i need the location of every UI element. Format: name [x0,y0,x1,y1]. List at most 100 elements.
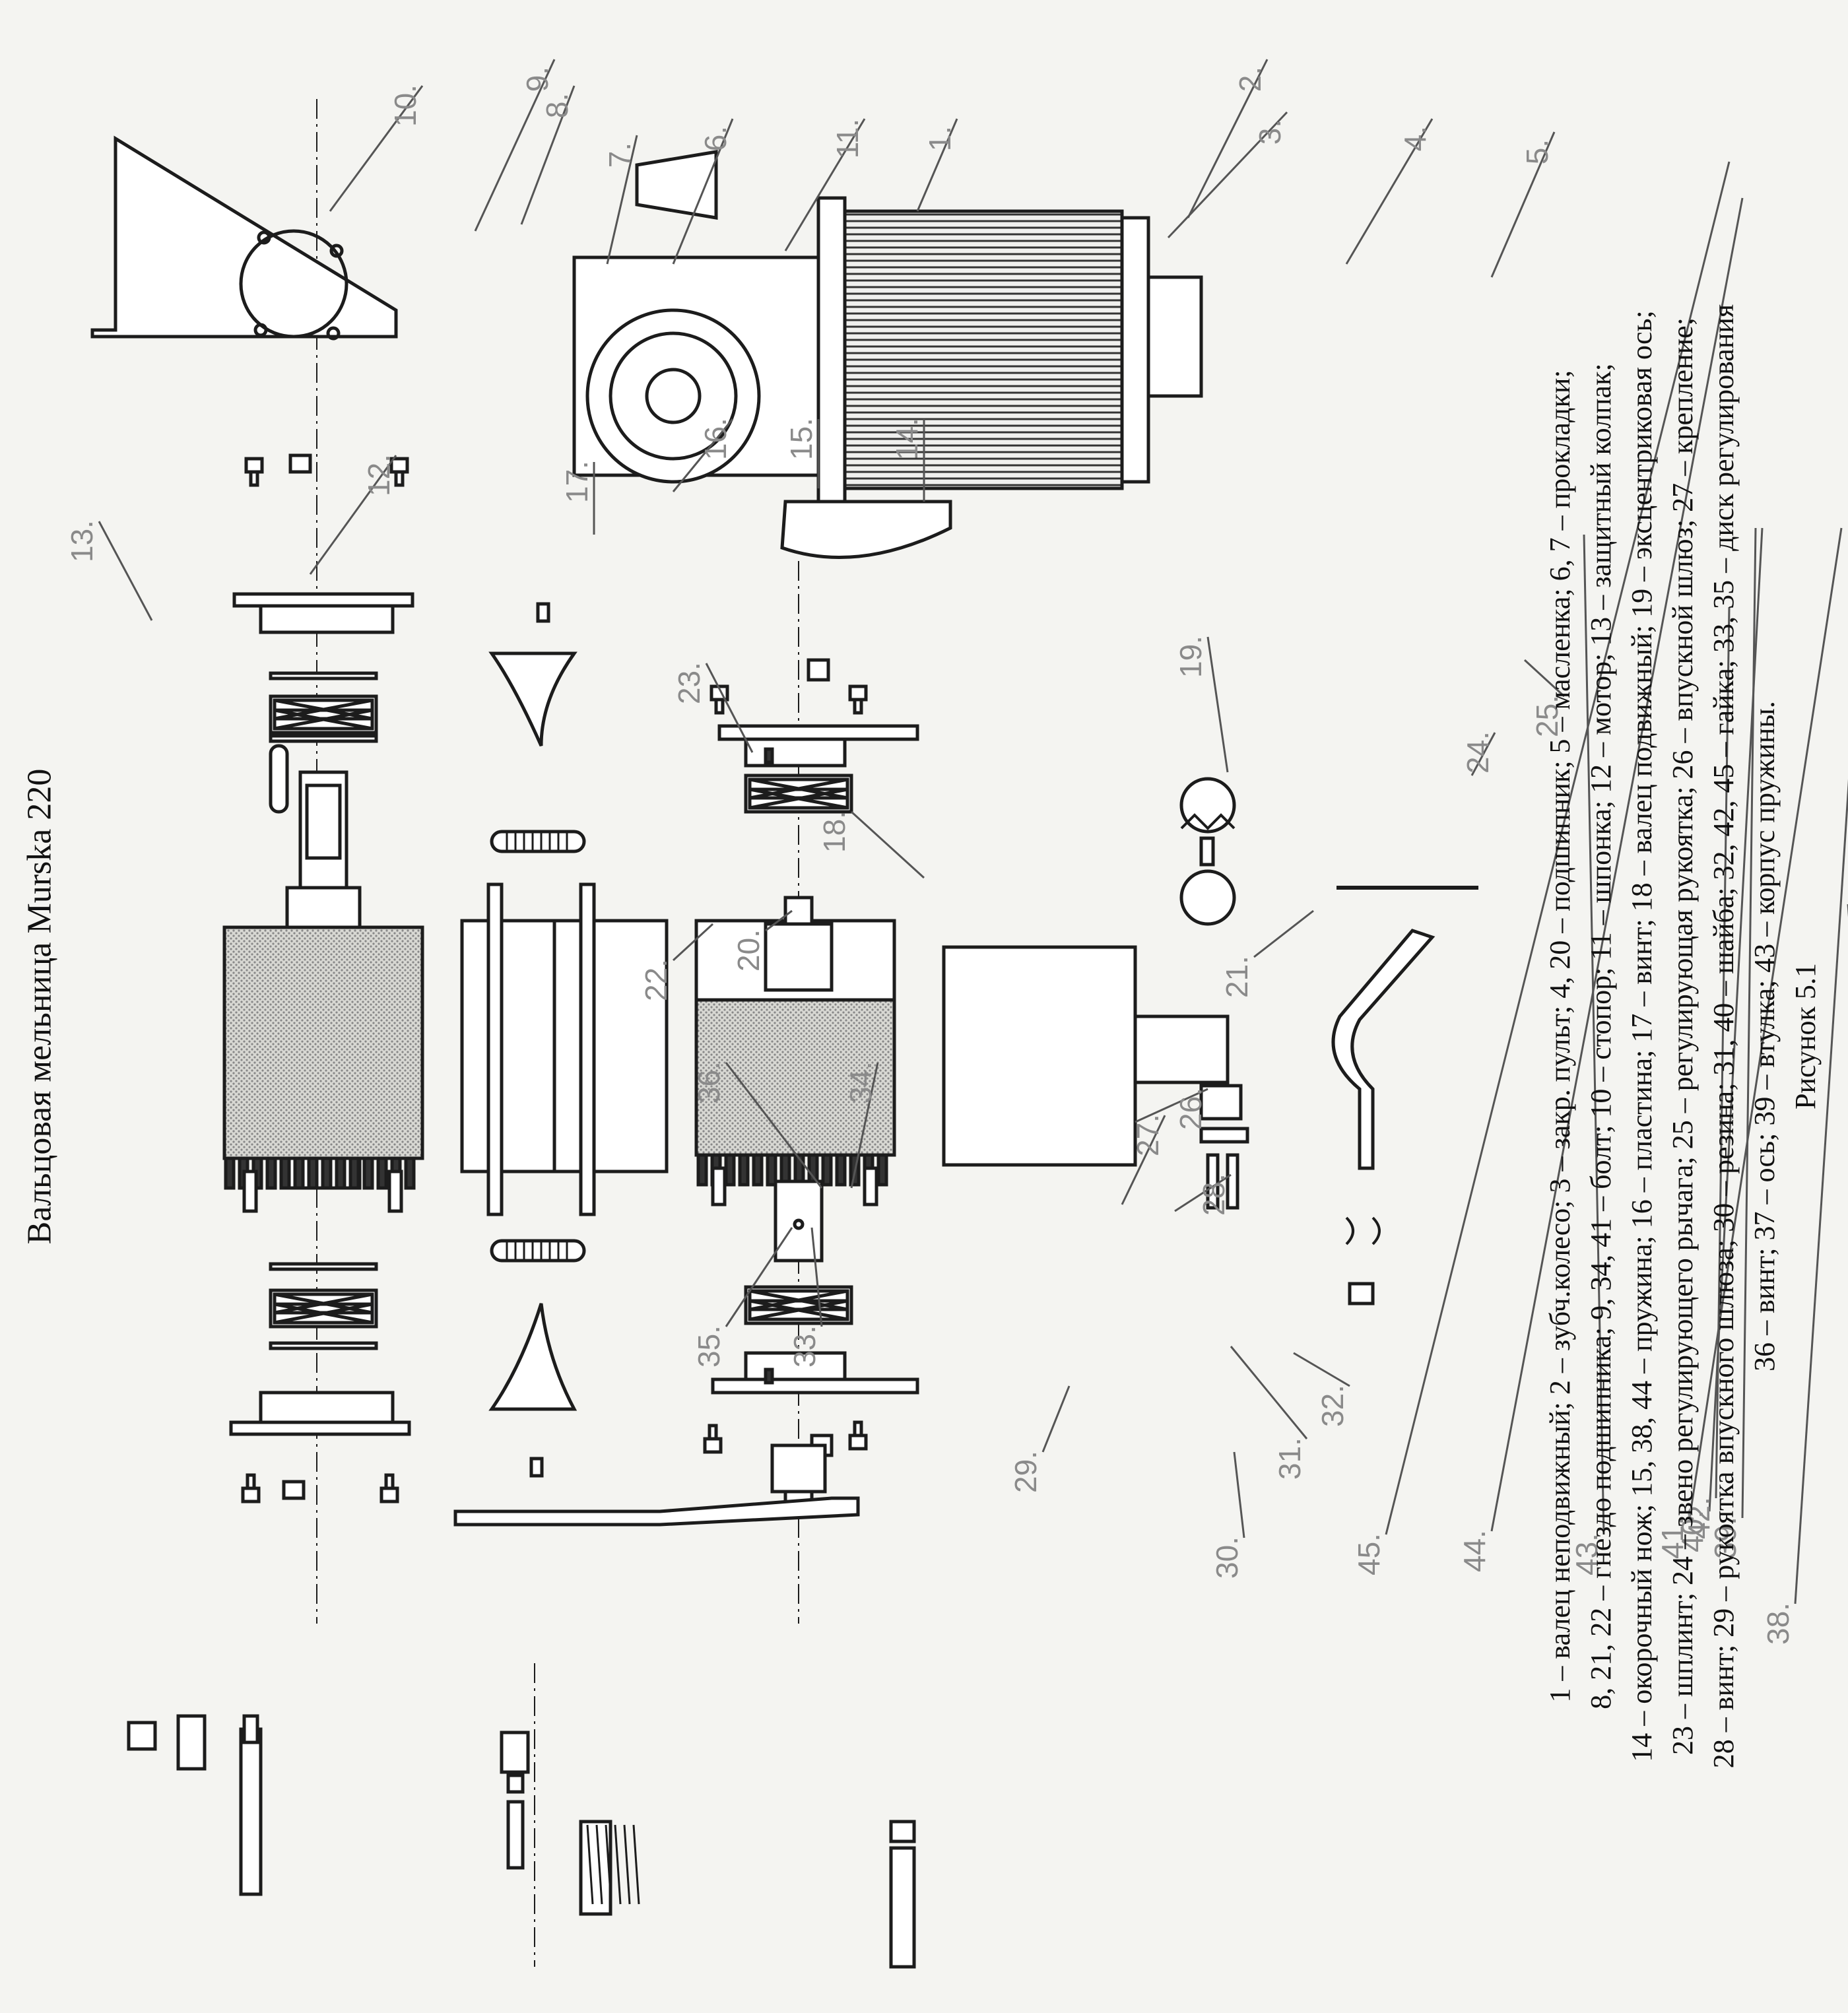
callout-leader [1293,1352,1350,1387]
callout-leader [1583,534,1605,1535]
callout-leader [329,85,424,212]
caption-line: 28 – винт; 29 – рукоятка впускного шлюза… [1707,304,1740,1769]
callout-leader [520,85,576,225]
part-callout-41: 41. [1655,1517,1690,1559]
part-callout-1: 1. [923,126,957,151]
part-callout-35: 35. [692,1325,726,1368]
part-callout-34: 34. [843,1061,878,1104]
callout-leader [1490,131,1556,278]
adjusting-discs [1179,777,1236,926]
part-callout-25: 25. [1530,695,1564,737]
part-callout-38: 38. [1761,1602,1795,1645]
caption-line: 23 – шплинт; 24 – звено регулирующего ры… [1666,317,1699,1755]
part-callout-8: 8. [540,93,574,118]
part-callout-11: 11. [830,119,865,159]
part-callout-28: 28. [1197,1173,1231,1216]
cotter-pin [764,747,774,1385]
callout-leader [1490,197,1744,1532]
fixed-roll [222,770,424,1190]
callout-leader [725,1227,793,1327]
part-callout-44: 44. [1457,1530,1492,1572]
adjusting-link [770,1443,827,1507]
part-callout-16: 16. [698,418,733,460]
callout-leader [1206,636,1229,773]
callout-leader [1167,111,1288,239]
callout-leader [474,59,556,232]
adjusting-handle [453,1496,860,1527]
eccentric-axle [774,1179,824,1263]
callout-leader [672,118,734,265]
callout-leader [705,663,754,753]
part-callout-29: 29. [1008,1451,1043,1493]
part-callout-24: 24. [1461,731,1495,774]
protective-cap [635,150,718,220]
part-callout-3: 3. [1253,119,1287,145]
figure-label: Рисунок 5.1 [1789,963,1822,1109]
caption-block: 1 – валец неподвижный; 2 – зубч.колесо; … [1544,79,1822,1993]
part-callout-33: 33. [787,1325,822,1368]
callout-leader [672,923,714,962]
callout-leader [850,1062,879,1189]
part-callout-9: 9. [520,67,554,92]
gaskets-and-bearings [269,671,378,1350]
part-callout-31: 31. [1272,1437,1307,1480]
callout-leader [1385,161,1731,1535]
springs [490,830,586,1263]
caption-line: 14 – окорочный нож; 15, 38, 44 – пружина… [1626,310,1658,1762]
callout-leader [810,1227,823,1327]
part-callout-20: 20. [731,929,766,972]
bearing-housing-top [232,592,414,634]
part-callout-14: 14. [890,418,924,460]
part-callout-40: 40. [1675,1510,1709,1552]
callout-leader [784,118,866,251]
callout-leader [1233,1451,1245,1538]
callout-leader [765,909,793,932]
callout-leader [606,135,638,265]
part-callout-36: 36. [692,1061,726,1104]
part-callout-21: 21. [1220,956,1254,998]
part-callout-30: 30. [1210,1536,1244,1579]
caption-line: 36 – винт; 37 – ось; 39 – втулка; 43 – к… [1748,701,1781,1371]
part-callout-5: 5. [1520,139,1554,164]
caption-line: 8, 21, 22 – гнездо подшипника; 9, 34, 41… [1585,363,1617,1709]
callout-leader [1135,1088,1208,1123]
part-callout-7: 7. [603,143,637,168]
part-callout-42: 42. [1682,1497,1716,1539]
sluice-handle [1331,886,1478,1170]
callout-leader [850,810,925,879]
callout-leader [1345,118,1434,265]
plates [488,602,578,1478]
part-callout-23: 23. [672,662,706,704]
part-callout-27: 27. [1131,1114,1165,1156]
callout-leader [1121,1115,1166,1205]
part-callout-26: 26. [1173,1088,1208,1130]
callout-leader [1187,59,1269,218]
callout-leader [725,1062,823,1189]
part-callout-10: 10. [388,84,422,127]
part-callout-15: 15. [784,418,818,460]
callout-leader [98,521,153,621]
callout-leader [1174,1173,1232,1212]
part-callout-2: 2. [1233,67,1267,92]
part-callout-45: 45. [1352,1533,1386,1575]
callout-leader [1041,1385,1071,1453]
callout-leader [1523,659,1566,698]
part-callout-19: 19. [1173,636,1208,678]
part-callout-4: 4. [1398,126,1432,151]
callout-leader [916,118,958,212]
sluice-screws [1206,1153,1239,1210]
part-callout-22: 22. [639,959,673,1001]
part-callout-6: 6. [698,126,733,151]
part-callout-32: 32. [1315,1385,1350,1427]
callout-leader [309,455,397,575]
part-callout-17: 17. [560,461,594,503]
screw-set [242,1170,403,1213]
part-callout-39: 39. [1708,1517,1742,1559]
part-callout-13: 13. [65,520,99,562]
debarking-knives [460,882,669,1216]
intake-sluice [942,945,1230,1167]
bearing-housing-bottom [229,1391,411,1436]
part-callout-12: 12. [362,454,396,496]
